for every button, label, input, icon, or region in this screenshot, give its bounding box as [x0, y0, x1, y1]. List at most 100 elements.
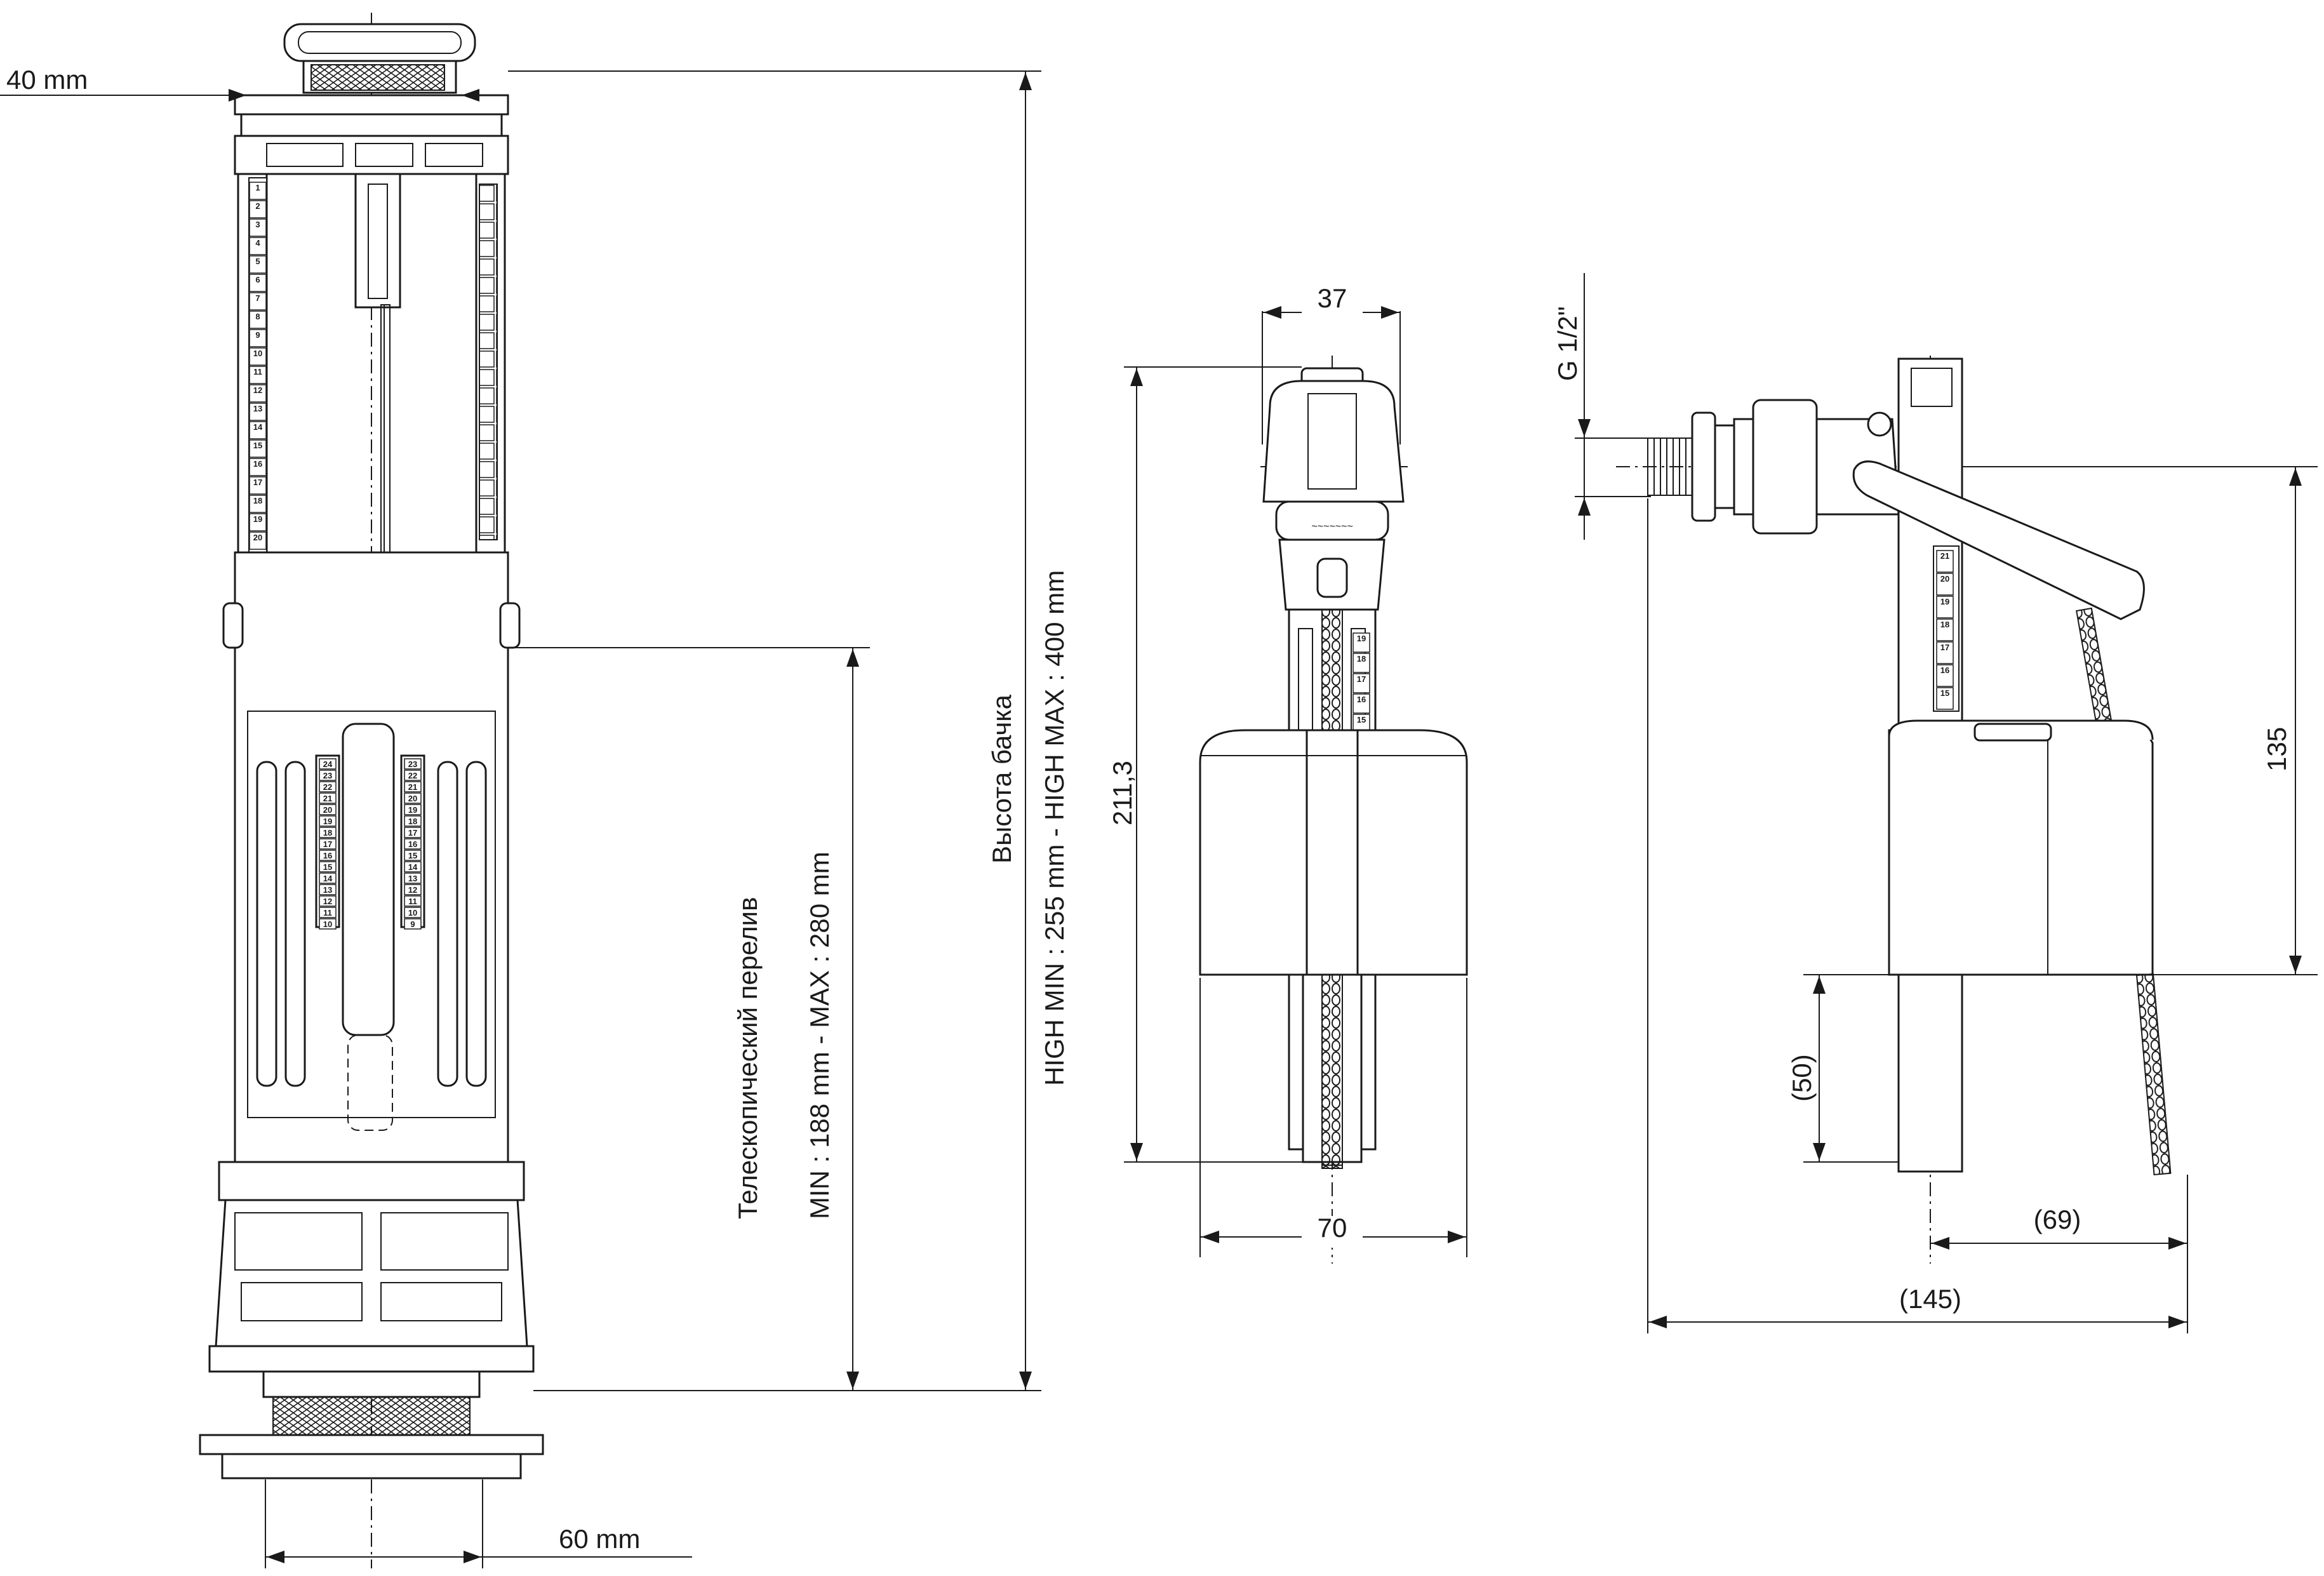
scale-inner-right-tick-label: 9: [410, 919, 415, 929]
label-float-height: 135: [2262, 727, 2292, 771]
scale-inner-right-tick-box: [404, 770, 422, 781]
scale-inner-left-tick-box: [319, 838, 337, 850]
scale-inner-left-tick-box: [319, 827, 337, 838]
dim-float-height: 135: [1962, 466, 2318, 975]
scale-inner-right-tick-label: 11: [408, 897, 417, 906]
scale-front-tick-label: 18: [1357, 654, 1366, 664]
scale-upper-tick-label: 20: [253, 533, 262, 542]
scale-upper-tick-label: 13: [253, 404, 262, 413]
scale-upper-tick-box: [249, 495, 267, 513]
float-front: [1199, 729, 1468, 976]
scale-upper-tick-box: [249, 200, 267, 218]
label-overflow-range: MIN : 188 mm - MAX : 280 mm: [805, 851, 834, 1219]
scale-side-tick-box: [1936, 550, 1954, 573]
scale-upper-tick-box: [249, 403, 267, 421]
scale-upper-tick-label: 1: [255, 183, 260, 192]
scale-inner-left-tick-label: 12: [323, 897, 332, 906]
scale-upper-tick-box: [249, 347, 267, 366]
scale-inner-right-tick-label: 23: [408, 759, 417, 769]
scale-inner-right-tick-box: [404, 815, 422, 827]
scale-side-tick-box: [1936, 664, 1954, 687]
scale-side-tick-label: 17: [1940, 643, 1949, 652]
dim-front-height: 211,3: [1107, 366, 1303, 1163]
scale-upper-tick-box: [249, 329, 267, 347]
scale-upper-tick-box: [249, 384, 267, 403]
scale-front-tick-box: [1352, 632, 1370, 653]
scale-side-tick-box: [1936, 596, 1954, 618]
scale-inner-left-tick-label: 24: [323, 759, 333, 769]
scale-inner-left-tick-label: 23: [323, 771, 332, 780]
scale-upper-tick-box: [249, 421, 267, 439]
scale-inner-left-tick-label: 14: [323, 874, 333, 883]
scale-upper-tick-label: 2: [255, 201, 260, 211]
scale-side-tick-label: 21: [1940, 551, 1949, 561]
scale-inner-left-tick-box: [319, 815, 337, 827]
scale-inner-right-tick-label: 20: [408, 794, 417, 803]
label-bottom-gap: (50): [1787, 1054, 1817, 1102]
scale-upper-tick-label: 19: [253, 514, 262, 524]
scale-inner-right-tick-label: 14: [408, 862, 418, 872]
scale-inner-right-tick-label: 16: [408, 839, 417, 849]
scale-upper-tick-box: [249, 292, 267, 311]
dim-front-top-width: 37: [1262, 283, 1401, 444]
scale-front-tick-box: [1352, 673, 1370, 693]
scale-front-tick-label: 17: [1357, 674, 1366, 684]
scale-inner-left-tick-box: [319, 850, 337, 861]
scale-inner-left-tick-box: [319, 918, 337, 930]
scale-inner-right-tick-box: [404, 872, 422, 884]
scale-inner-right-tick-box: [404, 838, 422, 850]
label-arm-length: (69): [2034, 1205, 2081, 1234]
label-overflow-title: Телескопический перелив: [733, 897, 763, 1219]
scale-inner-right-tick-label: 12: [408, 885, 417, 895]
scale-inner-left-tick-label: 17: [323, 839, 332, 849]
scale-upper-tick-box: [249, 458, 267, 476]
scale-upper-tick-box: [249, 237, 267, 255]
scale-inner-right-tick-box: [404, 827, 422, 838]
scale-upper-tick-box: [249, 476, 267, 495]
scale-inner-left-tick-label: 15: [323, 862, 332, 872]
scale-inner-left-tick-label: 22: [323, 782, 332, 792]
label-total-length: (145): [1899, 1284, 1961, 1314]
scale-front-tick-box: [1352, 653, 1370, 673]
scale-inner-left-tick-label: 13: [323, 885, 332, 895]
scale-inner-right-tick-box: [404, 758, 422, 770]
scale-upper-tick-label: 7: [255, 293, 260, 303]
scale-inner-right-tick-box: [404, 907, 422, 918]
scale-side-tick-label: 15: [1940, 688, 1949, 698]
label-tank-range: HIGH MIN : 255 mm - HIGH MAX : 400 mm: [1039, 570, 1069, 1086]
float-side: [1888, 719, 2154, 976]
scale-inner-left-tick-label: 16: [323, 851, 332, 860]
scale-inner-left-tick-box: [319, 758, 337, 770]
scale-side-tick-label: 19: [1940, 597, 1949, 606]
scale-upper-tick-label: 8: [255, 312, 260, 321]
scale-front-tick-label: 19: [1357, 634, 1366, 643]
scale-side-tick-label: 20: [1940, 574, 1949, 584]
scale-inner-left-tick-box: [319, 804, 337, 815]
scale-upper-tick-label: 17: [253, 477, 262, 487]
dim-bottom-gap: (50): [1787, 974, 1899, 1163]
inlet-thread: [1647, 399, 1900, 535]
scale-inner-left-tick-box: [319, 792, 337, 804]
scale-inner-right-tick-label: 18: [408, 817, 417, 826]
scale-inner-left-tick-box: [319, 781, 337, 792]
valve-head-front: ~~~~~~~: [1262, 367, 1405, 611]
scale-inner-right-tick-box: [404, 861, 422, 872]
scale-upper-tick-label: 3: [255, 220, 260, 229]
scale-inner-right-tick-label: 19: [408, 805, 417, 815]
scale-inner-right-tick-box: [404, 918, 422, 930]
scale-upper-tick-label: 9: [255, 330, 260, 340]
scale-inner-left-tick-box: [319, 907, 337, 918]
scale-inner-right-tick-box: [404, 781, 422, 792]
dim-diameter-top: 40 mm: [0, 65, 502, 102]
scale-inner-right-tick-label: 13: [408, 874, 417, 883]
dim-tank-height: HIGH MIN : 255 mm - HIGH MAX : 400 mm Вы…: [508, 70, 1069, 1391]
push-button: [283, 23, 476, 94]
chain-link: [2135, 973, 2172, 1176]
dim-thread-size: G 1/2": [1553, 273, 1651, 540]
scale-upper-tick-label: 10: [253, 349, 262, 358]
label-front-top-width: 37: [1318, 283, 1347, 313]
